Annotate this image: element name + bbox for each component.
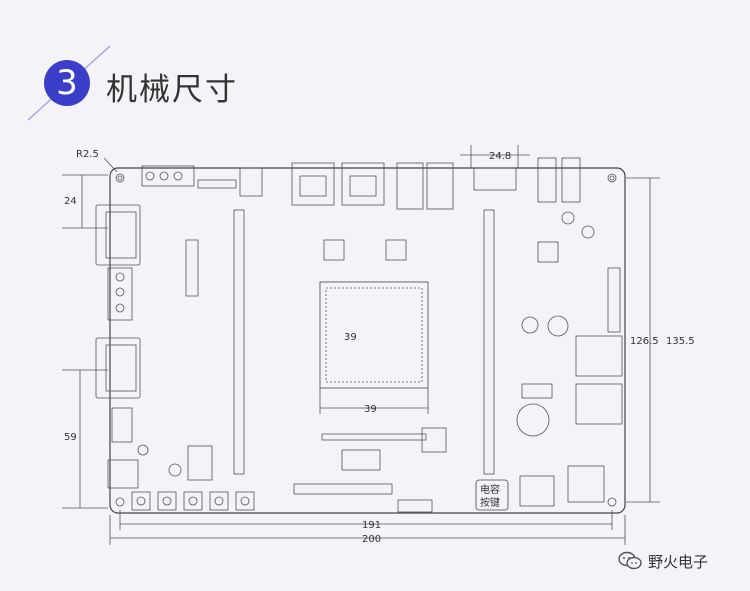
main-chip	[319, 281, 429, 414]
section-number-circle	[44, 60, 90, 106]
section-number: 3	[56, 63, 78, 103]
mechanical-drawing: R2.5 24.8 24 59 126.5 135.5 191 200	[62, 145, 695, 545]
dim-bottom-inner: 191	[362, 520, 381, 531]
dim-right-lines	[626, 177, 660, 503]
dim-bottom-outer: 200	[362, 534, 381, 545]
right-connectors	[516, 315, 623, 507]
dim-left-upper: 24	[64, 196, 77, 207]
bottom-buttons	[131, 491, 433, 513]
dim-right-b: 135.5	[666, 336, 695, 347]
dim-top-width: 24.8	[489, 151, 511, 162]
left-connectors	[95, 204, 213, 489]
dim-bottom-lines	[109, 510, 626, 545]
mounting-holes	[115, 173, 617, 507]
board-outline	[109, 167, 626, 514]
dim-top-width-lines	[460, 145, 530, 168]
pin-headers	[185, 209, 621, 495]
small-ics	[323, 239, 605, 503]
dim-chip-h: 39	[364, 404, 377, 415]
capacitive-button-label-2: 按键	[480, 496, 500, 509]
dim-left-lower-lines	[62, 369, 108, 509]
top-right-connector	[473, 157, 595, 239]
dim-left-lower: 59	[64, 432, 77, 443]
section-title: 机械尺寸	[106, 72, 238, 108]
dim-radius: R2.5	[76, 149, 99, 160]
dim-right-a: 126.5	[630, 336, 659, 347]
top-terminal	[141, 165, 263, 197]
dim-chip-v: 39	[344, 332, 357, 343]
ethernet-jacks	[291, 162, 454, 210]
capacitive-button	[475, 479, 509, 511]
section-header	[27, 45, 111, 121]
watermark: 野火电子	[618, 548, 708, 574]
wechat-icon	[618, 551, 642, 570]
watermark-text: 野火电子	[648, 552, 709, 571]
dim-left-upper-lines	[62, 174, 108, 229]
capacitive-button-label-1: 电容	[480, 483, 500, 496]
